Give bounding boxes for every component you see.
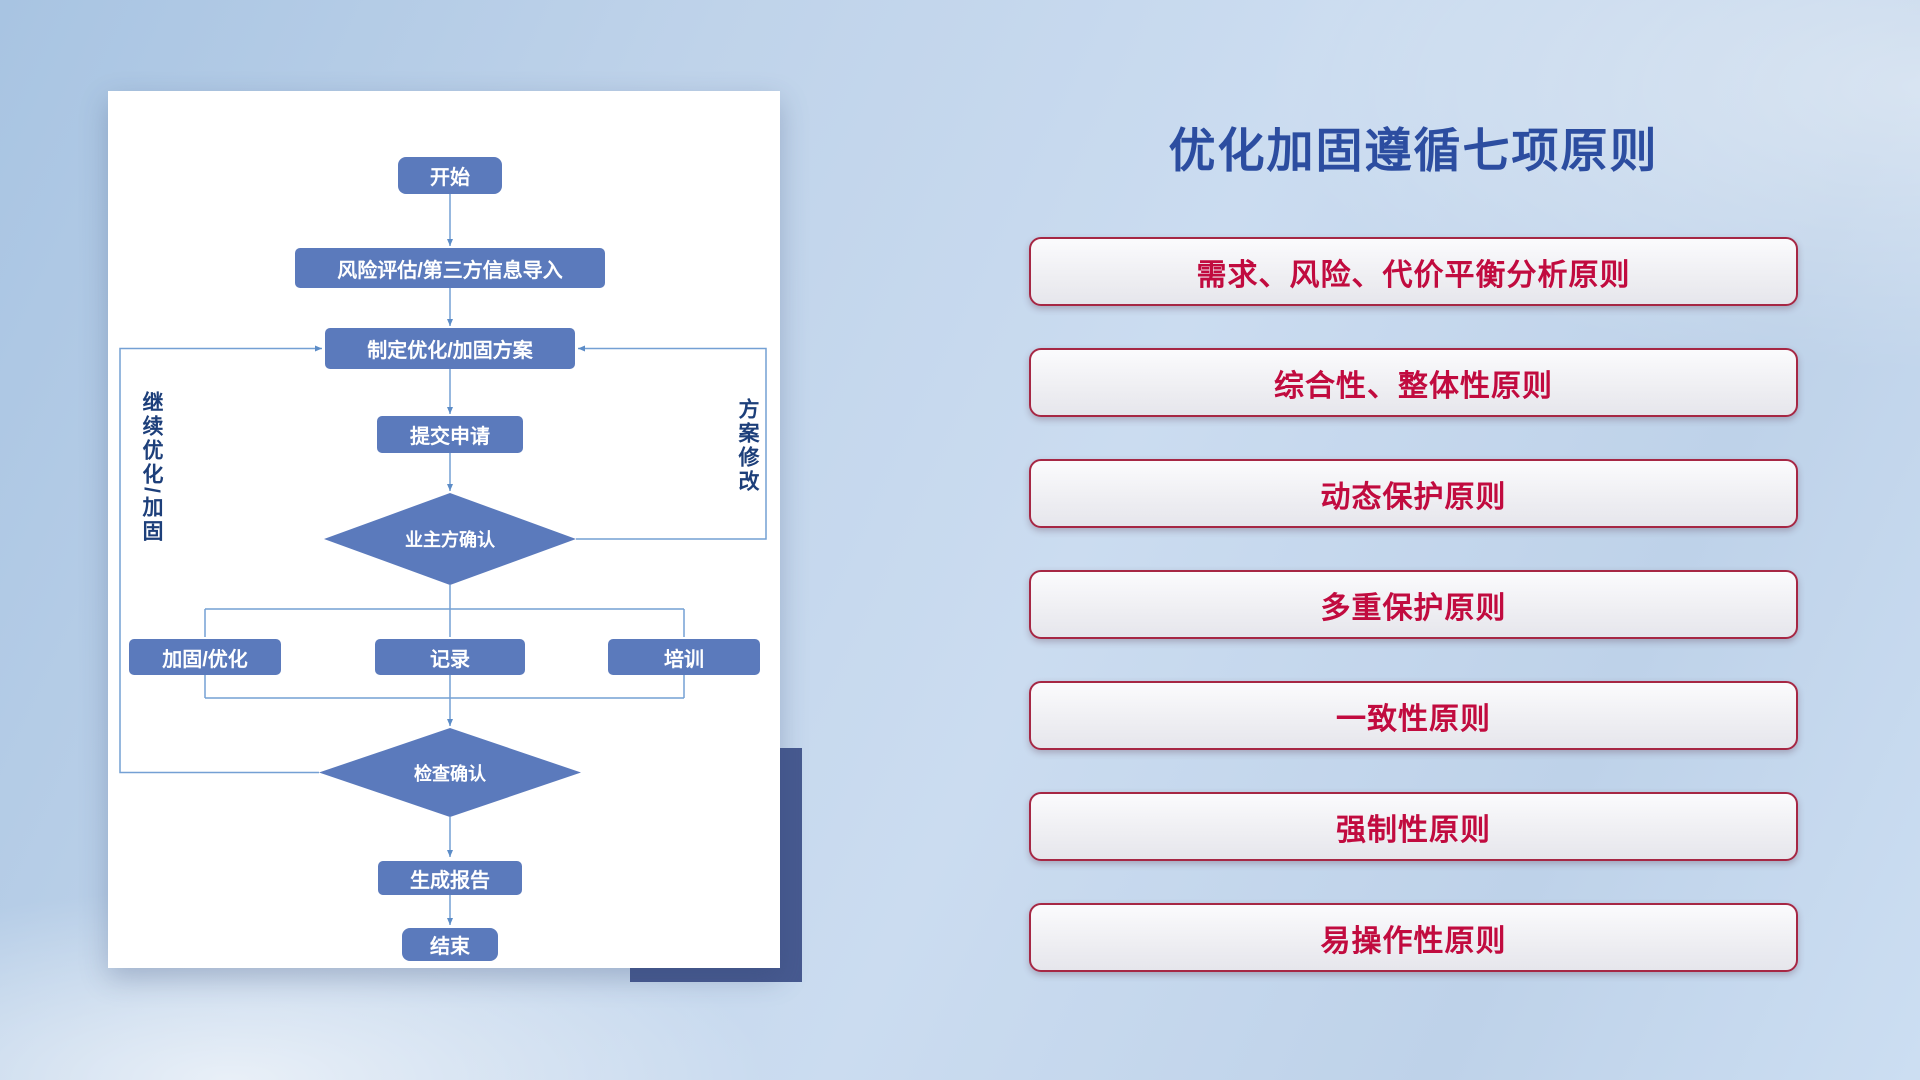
- principle-label: 需求、风险、代价平衡分析原则: [1196, 258, 1631, 292]
- flow-node-start: 开始: [398, 157, 502, 194]
- flow-node-risk-import: 风险评估/第三方信息导入: [295, 248, 605, 288]
- principle-label: 易操作性原则: [1320, 924, 1507, 958]
- principle-box-6: 强制性原则: [1029, 792, 1798, 861]
- flow-node-submit: 提交申请: [377, 416, 523, 453]
- flow-node-reinforce: 加固/优化: [129, 639, 281, 675]
- principle-label: 动态保护原则: [1320, 480, 1507, 514]
- principle-box-3: 动态保护原则: [1029, 459, 1798, 528]
- flow-node-report: 生成报告: [378, 861, 522, 895]
- principle-box-7: 易操作性原则: [1029, 903, 1798, 972]
- side-label-continue-optimize: 继续优化/加固: [140, 391, 163, 544]
- principle-label: 一致性原则: [1336, 702, 1491, 736]
- principle-label: 多重保护原则: [1320, 591, 1507, 625]
- principle-label: 强制性原则: [1336, 813, 1491, 847]
- flow-node-end: 结束: [402, 928, 498, 961]
- principle-label: 综合性、整体性原则: [1274, 369, 1553, 403]
- principle-box-1: 需求、风险、代价平衡分析原则: [1029, 237, 1798, 306]
- principle-box-5: 一致性原则: [1029, 681, 1798, 750]
- side-label-plan-modify: 方案修改: [736, 398, 759, 494]
- flowchart-connector-lines: [119, 194, 767, 925]
- flow-node-record: 记录: [375, 639, 525, 675]
- page-title: 优化加固遵循七项原则: [1168, 124, 1659, 177]
- flow-node-make-plan: 制定优化/加固方案: [325, 328, 575, 369]
- principle-list: 需求、风险、代价平衡分析原则 综合性、整体性原则 动态保护原则 多重保护原则 一…: [1029, 237, 1798, 972]
- principle-box-4: 多重保护原则: [1029, 570, 1798, 639]
- flowchart-card: 开始 风险评估/第三方信息导入 制定优化/加固方案 提交申请 业主方确认 加固/…: [108, 91, 780, 968]
- flow-node-training: 培训: [608, 639, 760, 675]
- principle-box-2: 综合性、整体性原则: [1029, 348, 1798, 417]
- principles-panel: 优化加固遵循七项原则 需求、风险、代价平衡分析原则 综合性、整体性原则 动态保护…: [1029, 112, 1798, 972]
